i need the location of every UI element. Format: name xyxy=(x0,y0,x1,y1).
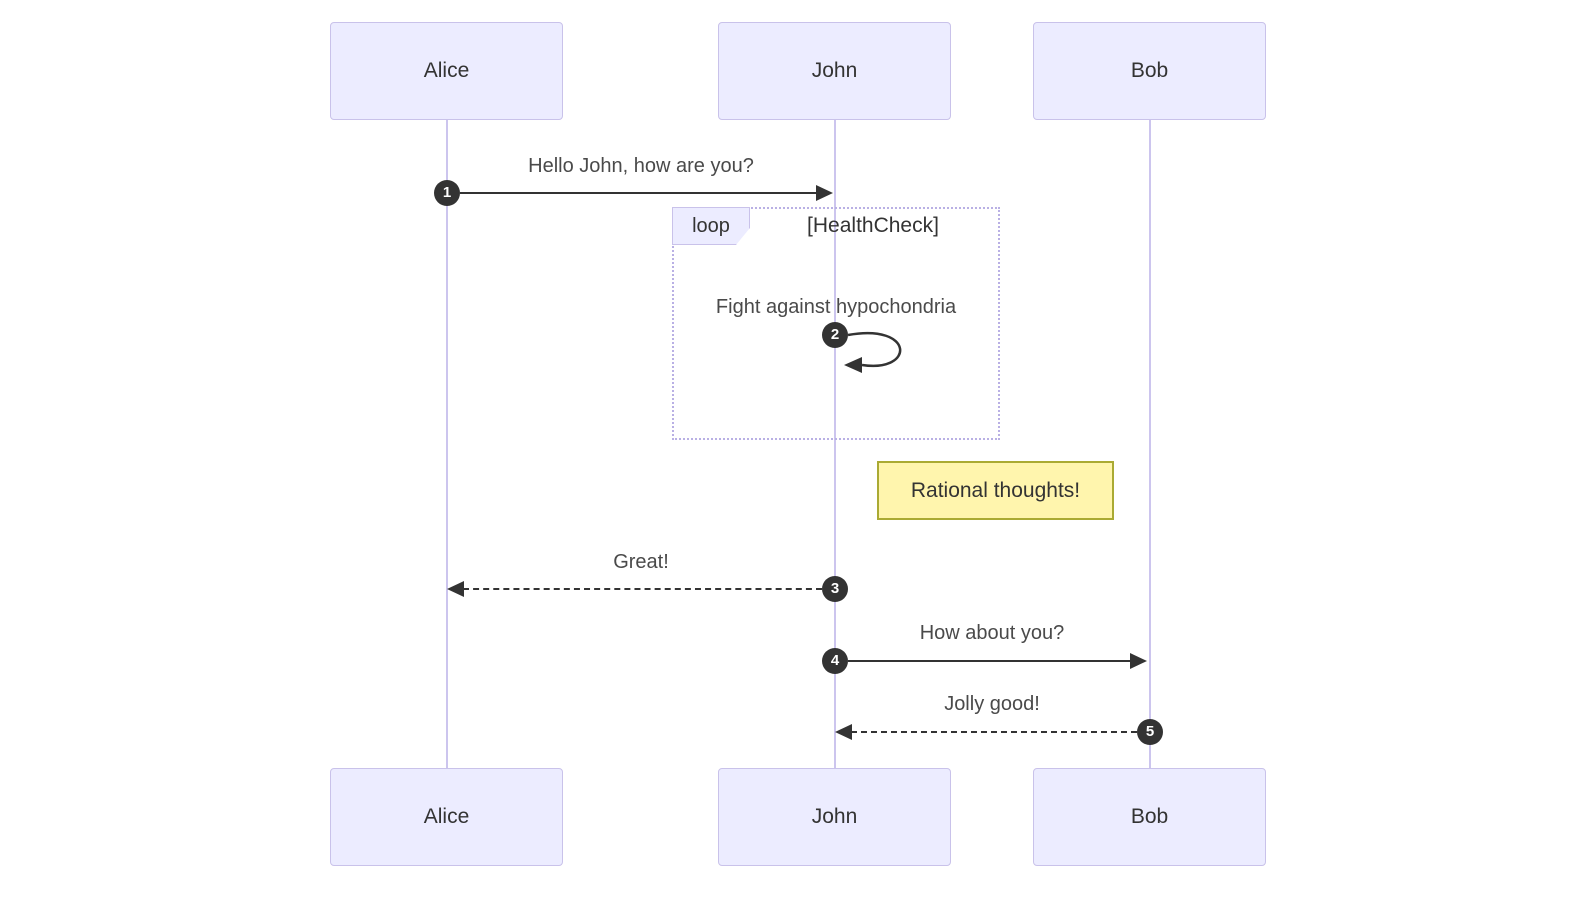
sequence-badge-2: 2 xyxy=(822,322,848,348)
message-text-5: Jolly good! xyxy=(944,693,1040,715)
actor-box-john-top: John xyxy=(718,22,951,120)
actor-box-bob-top: Bob xyxy=(1033,22,1266,120)
actor-box-alice-bottom: Alice xyxy=(330,768,563,866)
actor-label-alice: Alice xyxy=(423,805,470,828)
sequence-badge-4: 4 xyxy=(822,648,848,674)
lifeline-john xyxy=(834,120,836,768)
note-text: Rational thoughts! xyxy=(910,478,1081,502)
message-text-4: How about you? xyxy=(919,622,1065,644)
message-line-1 xyxy=(460,192,819,194)
lifeline-alice xyxy=(446,120,448,768)
sequence-badge-3: 3 xyxy=(822,576,848,602)
actor-label-alice: Alice xyxy=(423,59,470,82)
arrowhead-right-icon xyxy=(1130,653,1147,669)
arrowhead-right-icon xyxy=(816,185,833,201)
sequence-badge-5: 5 xyxy=(1137,719,1163,745)
message-text-2: Fight against hypochondria xyxy=(715,296,957,318)
arrowhead-left-icon xyxy=(835,724,852,740)
actor-box-alice-top: Alice xyxy=(330,22,563,120)
lifeline-bob xyxy=(1149,120,1151,768)
actor-label-bob: Bob xyxy=(1130,59,1169,82)
message-text-3: Great! xyxy=(613,551,669,573)
actor-box-bob-bottom: Bob xyxy=(1033,768,1266,866)
actor-label-bob: Bob xyxy=(1130,805,1169,828)
note-box: Rational thoughts! xyxy=(877,461,1114,520)
actor-label-john: John xyxy=(811,805,858,828)
sequence-badge-1: 1 xyxy=(434,180,460,206)
message-text-1: Hello John, how are you? xyxy=(528,155,754,177)
loop-condition: [HealthCheck] xyxy=(807,214,939,237)
message-line-5 xyxy=(851,731,1137,733)
message-line-3 xyxy=(463,588,822,590)
arrowhead-left-icon xyxy=(447,581,464,597)
self-loop-arrow xyxy=(844,332,902,373)
loop-label: loop xyxy=(672,207,750,245)
message-line-4 xyxy=(848,660,1133,662)
loop-frame xyxy=(672,207,1000,440)
actor-label-john: John xyxy=(811,59,858,82)
actor-box-john-bottom: John xyxy=(718,768,951,866)
